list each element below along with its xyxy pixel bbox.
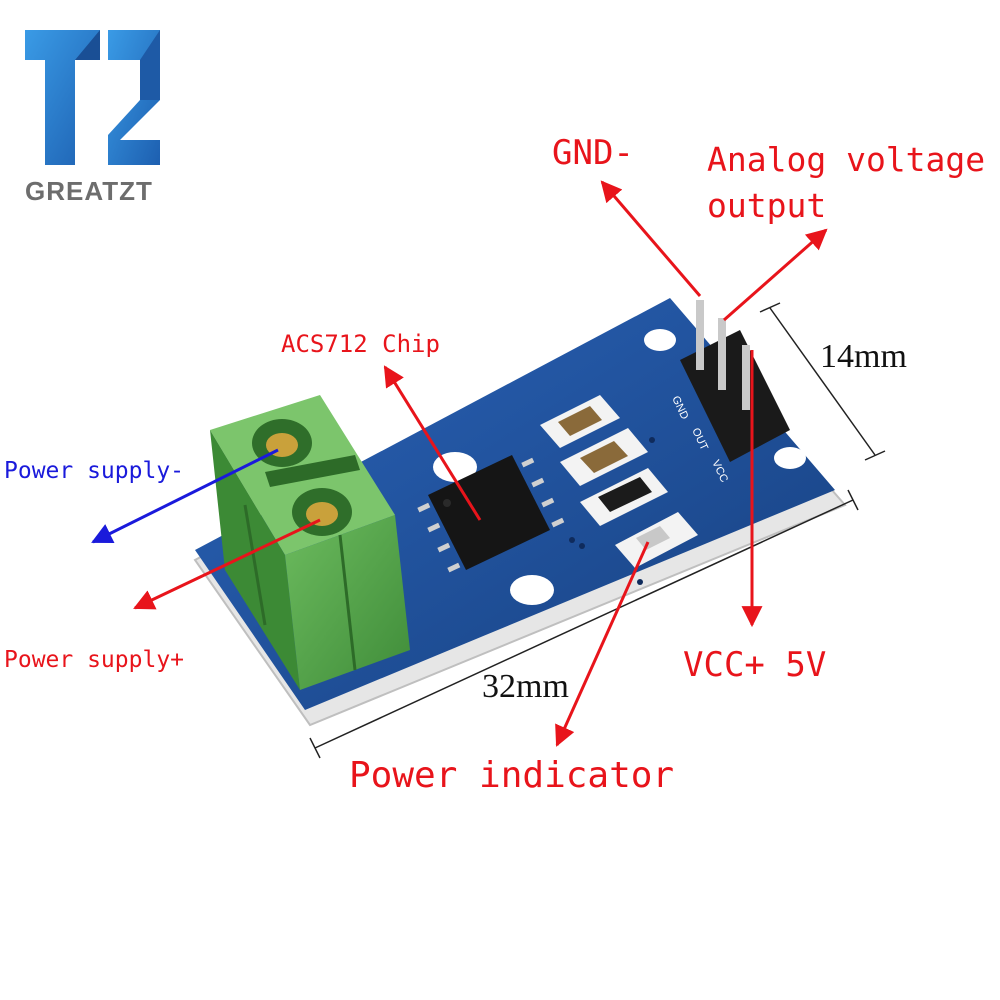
label-acs712-chip: ACS712 Chip [281, 330, 440, 358]
label-analog-output: output [707, 186, 827, 225]
dimension-height: 14mm [820, 338, 907, 375]
power-led [615, 512, 698, 568]
dimension-32mm-line [309, 489, 859, 759]
label-analog-voltage: Analog voltage [707, 140, 986, 179]
label-vcc: VCC+ 5V [683, 645, 827, 685]
brand-name: GREATZT [25, 176, 153, 206]
arrow-analog-output [723, 228, 828, 322]
dimension-14mm-line [759, 302, 886, 461]
label-power-supply-minus: Power supply- [4, 458, 185, 484]
arrow-gnd [600, 180, 702, 297]
arrow-power-supply-minus [91, 448, 279, 544]
arrow-power-supply-plus [133, 518, 321, 610]
resistor [580, 468, 668, 526]
dimension-width: 32mm [482, 668, 569, 705]
brand-logo-icon [25, 30, 160, 165]
screw-terminal [210, 395, 410, 690]
label-power-indicator: Power indicator [349, 755, 675, 796]
arrow-chip [383, 365, 482, 521]
label-gnd: GND- [552, 133, 634, 173]
label-power-supply-plus: Power supply+ [4, 647, 185, 673]
arrow-power-indicator [555, 541, 650, 747]
capacitor-1 [540, 395, 620, 448]
capacitor-2 [560, 428, 648, 486]
